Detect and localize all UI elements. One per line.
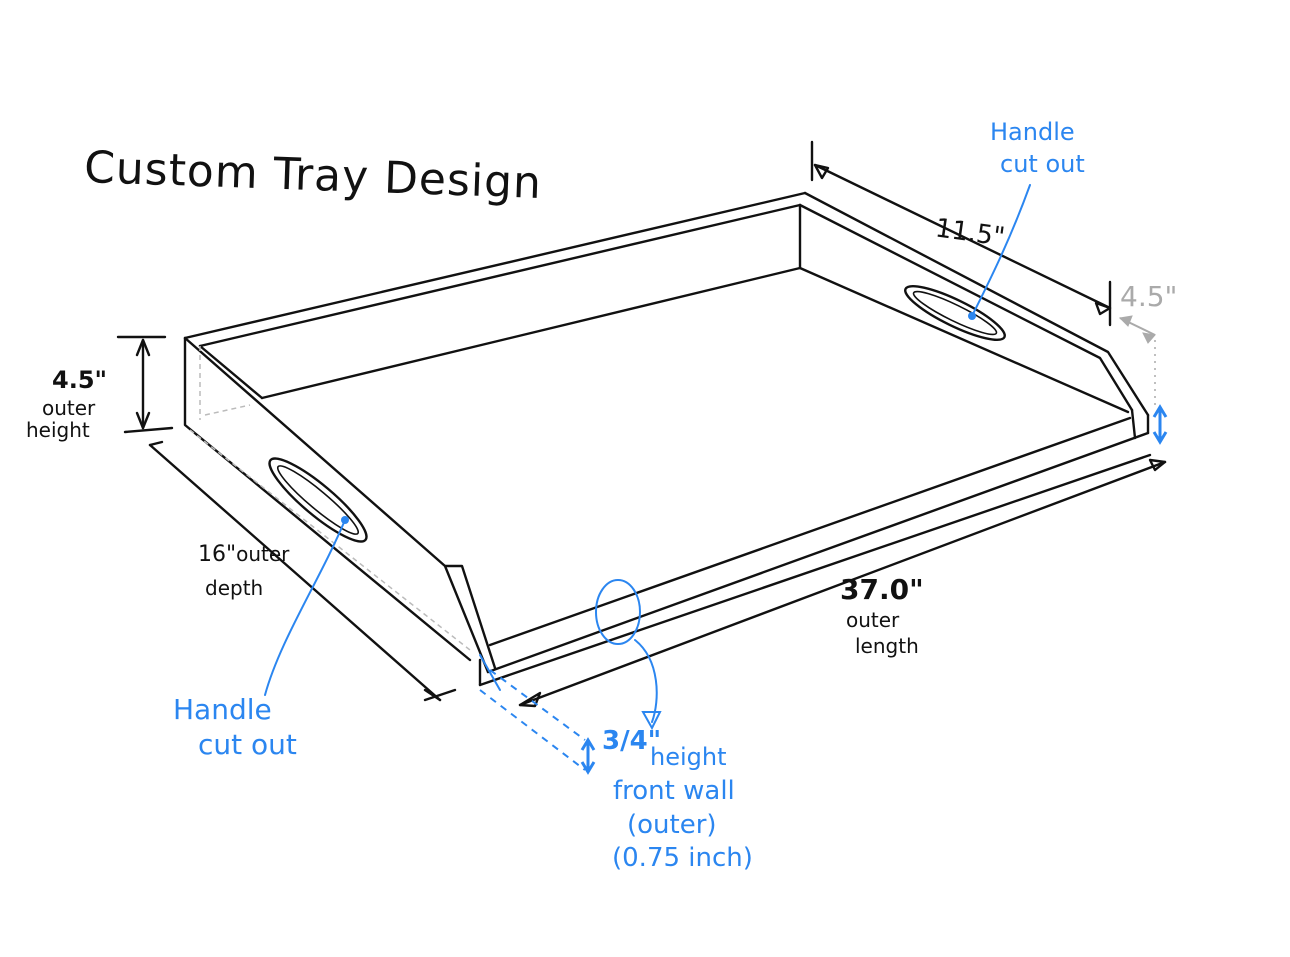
front-wall-caption-1: height — [650, 743, 727, 771]
depth-caption-2: depth — [205, 576, 264, 600]
handle-right-leader — [968, 184, 1031, 320]
depth-caption-1: outer — [236, 542, 290, 566]
front-wall-value: 3/4" — [602, 726, 662, 756]
depth-value-text: 16" — [198, 542, 237, 567]
handle-cutout-right — [904, 285, 1006, 341]
front-wall-caption-4: (0.75 inch) — [612, 843, 753, 873]
front-wall — [478, 416, 1152, 687]
right-wall — [798, 191, 1150, 440]
height-caption-2: height — [26, 418, 90, 442]
front-wall-caption-2: front wall — [613, 776, 735, 806]
height-caption-1: outer — [42, 396, 96, 420]
height-dimension — [116, 335, 174, 434]
front-wall-caption-3: (outer) — [627, 810, 717, 840]
side-width-dimension — [810, 140, 1112, 327]
length-caption-2: length — [855, 634, 919, 658]
depth-value: 16"outer — [198, 543, 289, 566]
length-caption-1: outer — [846, 608, 900, 632]
handle-right-label-2: cut out — [1000, 150, 1085, 178]
right-height-value: 4.5" — [1120, 280, 1178, 313]
length-dimension — [518, 458, 1167, 708]
depth-dimension — [148, 440, 457, 702]
handle-right-label-1: Handle — [990, 118, 1075, 146]
handle-cutout-left — [268, 457, 368, 543]
back-wall — [183, 191, 807, 400]
height-value: 4.5" — [52, 366, 108, 394]
left-wall — [183, 336, 497, 674]
handle-left-leader — [264, 516, 349, 696]
front-wall-leader — [479, 579, 662, 775]
right-height-dimension — [1118, 315, 1168, 445]
handle-left-label-1: Handle — [173, 693, 272, 726]
length-value: 37.0" — [840, 573, 924, 606]
handle-left-label-2: cut out — [198, 728, 297, 761]
